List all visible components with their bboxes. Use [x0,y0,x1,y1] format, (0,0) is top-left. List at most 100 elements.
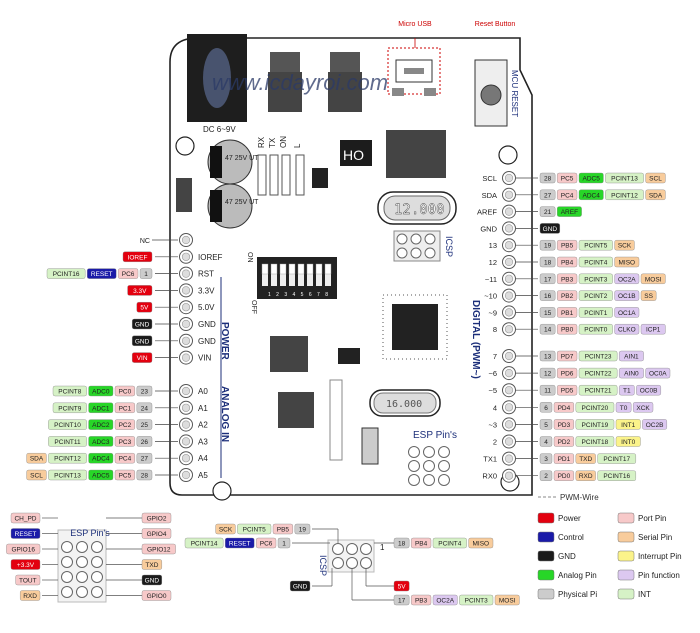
icsp-right-tag-pb4: PB4 [415,541,428,548]
legend-label: Physical Pi [558,590,597,599]
dc-jack-highlight [203,48,231,108]
digital-pin-tag-2: 2 [544,473,548,480]
digital-pin-label: ~6 [488,369,497,378]
esp-diagram-title: ESP Pin's [70,528,110,538]
digital-pin-tag-pcint1: PCINT1 [584,310,608,317]
esp-right-tag-gnd: GND [145,578,160,585]
power-pin-tag-vin: VIN [137,355,148,362]
analog-pin-tag-23-box [136,385,153,397]
legend-label: Pin function [638,571,680,580]
digital-pin-tag-adc5-box [578,172,604,184]
power-pin-tag-pc6: PC6 [122,271,135,278]
analog-pin-tag-pc2-box [114,419,135,430]
esp-diagram-pin [91,556,103,568]
icsp-board-pin [410,233,422,245]
esp-right-tag-gpio12-box [141,543,176,555]
icsp-5v-tag-5v: 5V [398,584,407,591]
digital-pin-label: SCL [482,174,497,183]
analog-pin-tag-sda: SDA [30,456,44,463]
digital-pin-label: 7 [493,352,497,361]
analog-pin-tag-26-box [136,436,153,447]
digital-pin-tag-xck-box [633,402,654,413]
legend-label: Interrupt Pin [638,552,682,561]
esp-left-tag-tout-box [15,574,41,586]
esp-left-tag-+3.3v-box [10,559,41,570]
digital-pin-tag-pd3-box [553,419,574,430]
digital-pin-tag-pb5-box [557,239,578,251]
esp-right-tag-gpio2: GPIO2 [147,516,167,523]
power-title: POWER [219,322,230,361]
digital-pin-tag-15-box [539,307,556,318]
digital-pin-tag-pd3: PD3 [558,422,571,429]
digital-pin-tag-adc4-box [578,189,604,201]
reset-button-cap[interactable] [480,84,502,106]
icsp-mid-tag-pcint14: PCINT14 [191,541,218,548]
power-pin-tag-ioref-box [122,251,153,263]
digital-pin-tag-28-box [539,172,556,184]
digital-pin-tag-pcint21: PCINT21 [585,388,612,395]
esp-diagram-pin [61,571,73,583]
digital-pin-label: ~10 [484,292,497,301]
icsp-mid-tag-1: 1 [282,541,286,548]
digital-pin-tag-pb3-box [557,273,578,284]
analog-pin-tag-adc5: ADC5 [92,473,110,480]
digital-pin-tag-adc5: ADC5 [583,176,601,183]
digital-pin-tag-15: 15 [544,310,552,317]
led-array [257,154,305,196]
digital-pin-tag-pd0: PD0 [558,473,571,480]
digital-pin-tag-pd7-box [557,350,578,362]
icsp-bottom-tag-pcint3: PCINT3 [465,598,489,605]
icsp-right-tag-18: 18 [398,541,406,548]
digital-pin-tag-oc1b: OC1B [618,293,636,300]
digital-title: DIGITAL (PWM~) [470,300,481,379]
power-pin-tag-3.3v-box [127,285,153,296]
push-button[interactable] [361,427,379,465]
digital-pin-tag-pd1: PD1 [558,456,571,463]
esp-right-tag-gpio12: GPIO12 [147,547,171,554]
digital-pin-tag-pcint2-box [578,290,613,301]
esp-right-tag-gpio0-box [141,590,172,601]
digital-pin-tag-5-box [539,419,553,430]
digital-pin-tag-pd7: PD7 [561,354,574,361]
digital-pin-tag-xck: XCK [636,405,650,412]
reset-button-callout: Reset Button [475,21,516,28]
digital-pin-tag-11: 11 [544,388,551,395]
analog-pin-tag-adc3-box [88,436,114,447]
analog-pin-tag-adc4: ADC4 [92,456,110,463]
digital-pin-tag-pcint17-box [597,453,636,464]
icsp-mid-tag-pc6-box [256,537,277,549]
dip-switch[interactable] [257,257,337,299]
mount-hole [175,136,195,156]
digital-pin-tag-gnd-box [539,223,560,234]
digital-pin-tag-pcint0: PCINT0 [584,327,608,334]
digital-pin-tag-19: 19 [544,243,552,250]
power-pin-tag-1: 1 [144,271,148,278]
analog-pin-label: A2 [198,421,208,430]
digital-pin-tag-pcint2: PCINT2 [584,293,608,300]
esp-board-pin [408,446,420,458]
digital-pin-tag-int0-box [615,436,641,447]
power-pin-tag-reset-box [86,268,117,279]
digital-pin-tag-oc2b-box [642,419,668,430]
digital-pin-tag-pd1-box [553,453,574,464]
analog-pin-tag-sda-box [26,453,47,464]
digital-pin-tag-14-box [539,324,556,335]
legend-swatch [537,512,555,524]
digital-pin-tag-17: 17 [544,276,552,283]
power-pin-tag-5v-box [136,302,153,313]
icsp-board-pin [424,247,436,259]
digital-pin-label: 4 [493,403,497,412]
analog-title: ANALOG IN [219,386,230,442]
digital-pin-tag-txd: TXD [579,456,592,463]
esp-diagram-pin [61,556,73,568]
digital-pin-tag-pcint19-box [575,419,615,430]
icsp-diagram-pin [360,557,372,569]
icsp-bottom-tag-pcint3-box [459,594,494,606]
esp-right-tag-gpio2-box [141,512,172,524]
analog-pin-tag-pc1: PC1 [119,405,132,412]
digital-pin-tag-13: 13 [544,354,552,361]
icsp-bottom-tag-mosi: MOSI [499,598,516,605]
legend-label: Power [558,514,581,523]
rx-led-label: RX [257,136,266,148]
digital-pin-tag-pcint5: PCINT5 [584,243,608,250]
